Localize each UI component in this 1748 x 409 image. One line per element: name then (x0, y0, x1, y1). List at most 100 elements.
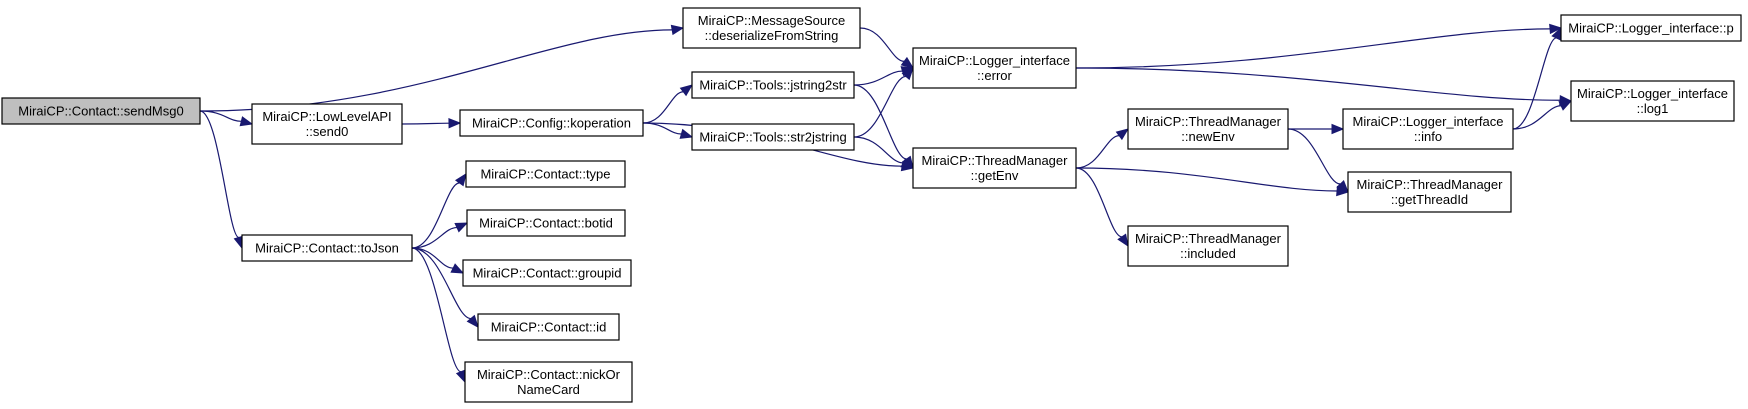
node-p[interactable]: MiraiCP::Logger_interface::p (1560, 14, 1742, 42)
node-box[interactable] (682, 7, 861, 49)
node-box[interactable] (462, 259, 632, 287)
edge-line (859, 27, 905, 62)
node-log1[interactable]: MiraiCP::Logger_interface::log1 (1570, 80, 1735, 122)
node-box[interactable] (691, 71, 855, 99)
node-label-line: MiraiCP::Tools::jstring2str (699, 78, 847, 93)
node-str2jstring[interactable]: MiraiCP::Tools::str2jstring (691, 123, 855, 151)
call-edge-toJson-to-type (411, 172, 467, 249)
node-box[interactable] (466, 209, 626, 237)
node-box[interactable] (251, 103, 403, 145)
edge-line (1075, 28, 1551, 69)
edge-arrowhead (450, 263, 465, 274)
node-label-line: MiraiCP::Config::koperation (472, 116, 631, 131)
node-box[interactable] (912, 47, 1077, 89)
node-box[interactable] (1127, 225, 1289, 267)
node-label-line: MiraiCP::Contact::id (491, 320, 607, 335)
node-deserialize[interactable]: MiraiCP::MessageSource::deserializeFromS… (682, 7, 861, 49)
node-newEnv[interactable]: MiraiCP::ThreadManager::newEnv (1127, 108, 1289, 150)
edge-arrowhead (679, 84, 694, 97)
edge-line (1075, 67, 1561, 101)
node-box[interactable] (241, 234, 413, 262)
call-edge-send0-to-koperation (401, 117, 462, 129)
call-edge-deserialize-to-error (859, 27, 915, 69)
node-box[interactable] (1127, 108, 1289, 150)
call-edge-newEnv-to-info (1287, 123, 1345, 135)
edge-arrowhead (455, 369, 466, 384)
call-edge-getEnv-to-included (1075, 167, 1129, 248)
node-toJson[interactable]: MiraiCP::Contact::toJson (241, 234, 413, 262)
node-jstring2str[interactable]: MiraiCP::Tools::jstring2str (691, 71, 855, 99)
node-box[interactable] (691, 123, 855, 151)
node-box[interactable] (912, 147, 1077, 189)
node-label-line: MiraiCP::ThreadManager (922, 153, 1069, 168)
node-type[interactable]: MiraiCP::Contact::type (465, 160, 626, 188)
node-label-line: MiraiCP::Contact::sendMsg0 (18, 104, 183, 119)
node-label-line: ::info (1414, 129, 1442, 144)
call-edge-toJson-to-id (411, 247, 479, 329)
node-getEnv[interactable]: MiraiCP::ThreadManager::getEnv (912, 147, 1077, 189)
node-box[interactable] (1560, 14, 1742, 42)
node-send0[interactable]: MiraiCP::LowLevelAPI::send0 (251, 103, 403, 145)
edge-line (1075, 167, 1338, 192)
call-edge-info-to-p (1512, 26, 1562, 130)
edge-line (411, 182, 460, 249)
edge-arrowhead (1331, 123, 1345, 135)
node-box[interactable] (464, 361, 633, 403)
edge-arrowhead (670, 24, 685, 36)
edge-arrowhead (1336, 180, 1349, 193)
edge-arrowhead (1549, 23, 1563, 35)
edge-line (853, 75, 907, 138)
node-label-line: ::getEnv (971, 168, 1019, 183)
edge-arrowhead (466, 314, 479, 329)
edge-line (411, 226, 458, 249)
edge-line (1287, 128, 1341, 185)
call-edge-sendMsg0-to-send0 (199, 110, 254, 127)
edge-line (853, 136, 904, 164)
node-label-line: MiraiCP::Contact::toJson (255, 241, 399, 256)
edge-arrowhead (454, 172, 467, 187)
edge-line (1512, 37, 1557, 130)
node-id[interactable]: MiraiCP::Contact::id (477, 313, 620, 341)
call-edge-toJson-to-botid (411, 222, 469, 249)
node-label-line: MiraiCP::ThreadManager (1357, 177, 1504, 192)
node-box[interactable] (1342, 108, 1514, 150)
node-label-line: ::getThreadId (1391, 192, 1468, 207)
node-box[interactable] (477, 313, 620, 341)
edge-line (401, 122, 450, 125)
node-botid[interactable]: MiraiCP::Contact::botid (466, 209, 626, 237)
node-label-line: MiraiCP::Logger_interface::p (1568, 21, 1733, 36)
node-info[interactable]: MiraiCP::Logger_interface::info (1342, 108, 1514, 150)
node-included[interactable]: MiraiCP::ThreadManager::included (1127, 225, 1289, 267)
edge-arrowhead (900, 158, 915, 169)
node-box[interactable] (465, 160, 626, 188)
call-edge-info-to-log1 (1512, 100, 1573, 130)
node-label-line: MiraiCP::Contact::type (480, 167, 610, 182)
node-groupid[interactable]: MiraiCP::Contact::groupid (462, 259, 632, 287)
edge-line (853, 84, 907, 160)
node-error[interactable]: MiraiCP::Logger_interface::error (912, 47, 1077, 89)
call-edge-jstring2str-to-error (853, 66, 915, 86)
edge-line (199, 29, 673, 112)
node-box[interactable] (1347, 171, 1512, 213)
edge-arrowhead (1115, 128, 1130, 141)
node-label-line: ::log1 (1637, 101, 1669, 116)
edge-line (853, 70, 903, 86)
node-box[interactable] (459, 109, 644, 137)
node-label-line: ::newEnv (1181, 129, 1235, 144)
call-edge-error-to-log1 (1075, 67, 1573, 106)
node-koperation[interactable]: MiraiCP::Config::koperation (459, 109, 644, 137)
node-label-line: MiraiCP::ThreadManager (1135, 231, 1282, 246)
node-box[interactable] (1, 97, 201, 125)
node-sendMsg0[interactable]: MiraiCP::Contact::sendMsg0 (1, 97, 201, 125)
call-edge-error-to-p (1075, 23, 1563, 69)
call-edge-jstring2str-to-getEnv (853, 84, 914, 170)
node-box[interactable] (1570, 80, 1735, 122)
edge-arrowhead (900, 56, 915, 69)
edge-line (411, 247, 462, 373)
node-label-line: MiraiCP::Contact::botid (479, 216, 613, 231)
call-edge-getEnv-to-getThreadId (1075, 167, 1350, 197)
node-getThreadId[interactable]: MiraiCP::ThreadManager::getThreadId (1347, 171, 1512, 213)
node-label-line: ::deserializeFromString (705, 28, 839, 43)
